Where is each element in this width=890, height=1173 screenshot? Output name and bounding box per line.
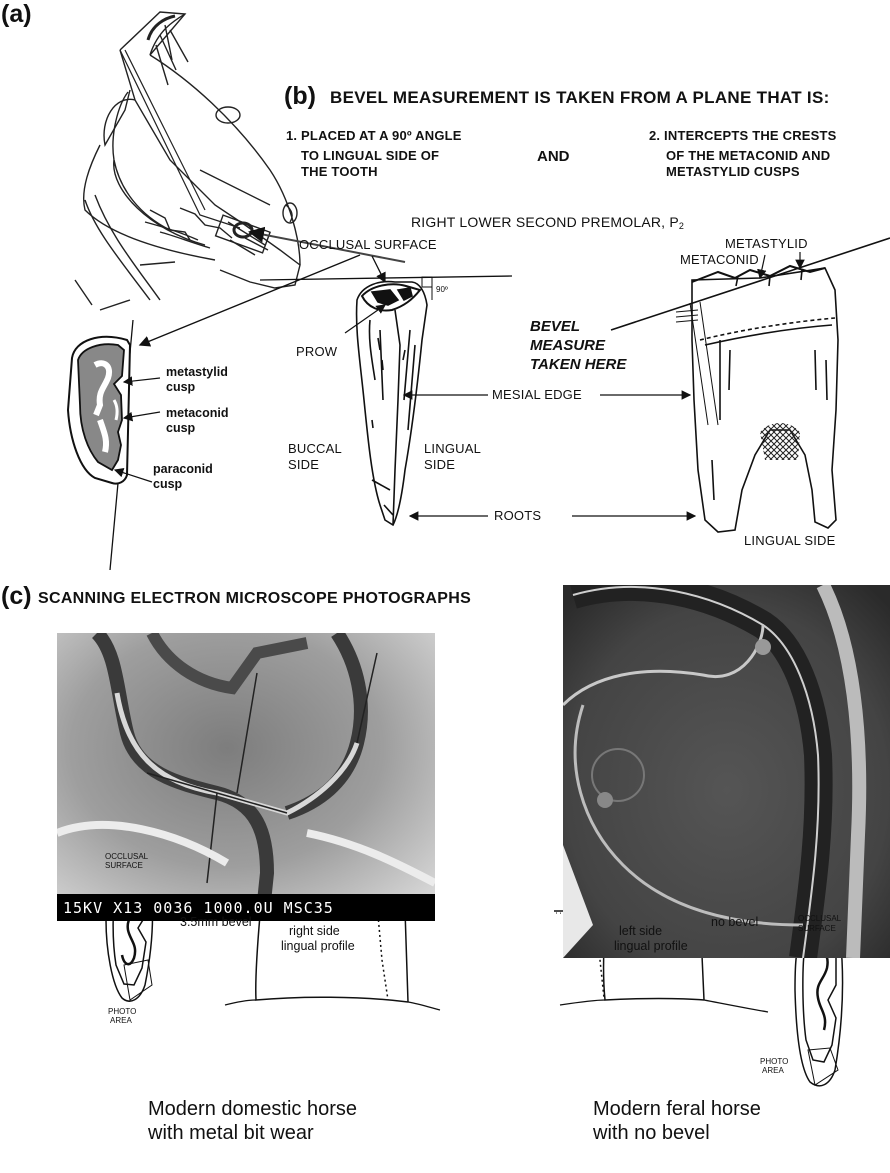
sem-photo-left: 15KV X13 0036 1000.0U MSC35 (57, 633, 435, 921)
left-caption-line2: with metal bit wear (148, 1121, 314, 1145)
panel-label-c: (c) (1, 582, 32, 611)
panel-label-a: (a) (1, 0, 32, 29)
criterion-two-line1: 2. INTERCEPTS THE CRESTS (649, 129, 837, 144)
tooth-id-subscript: 2 (679, 221, 684, 231)
criterion-one-line2: TO LINGUAL SIDE OF (301, 149, 439, 164)
right-profile-line2: lingual profile (614, 940, 688, 954)
right-occlusal-line1: OCCLUSAL (798, 915, 841, 924)
buccal-side-line1: BUCCAL (288, 442, 342, 457)
metaconid-label: METACONID (680, 253, 759, 268)
right-profile-line1: left side (619, 925, 662, 939)
metastylid-cusp-line1: metastylid (166, 365, 228, 379)
paraconid-cusp-line1: paraconid (153, 462, 213, 476)
occlusal-surface-label: OCCLUSAL SURFACE (299, 238, 437, 253)
left-caption-line1: Modern domestic horse (148, 1097, 357, 1121)
prow-label: PROW (296, 345, 337, 360)
metastylid-label: METASTYLID (725, 237, 808, 252)
left-profile-line1: right side (289, 925, 340, 939)
sem-photo-right (563, 585, 890, 958)
tooth-id-text: RIGHT LOWER SECOND PREMOLAR, P (411, 214, 679, 230)
bevel-note-line1: BEVEL (530, 318, 580, 337)
panel-label-b: (b) (284, 82, 316, 111)
metaconid-cusp-line1: metaconid (166, 406, 229, 420)
lingual-side-label: LINGUAL SIDE (744, 534, 836, 549)
right-occlusal-line2: SURFACE (798, 925, 836, 934)
horse-head-sketch (75, 12, 300, 310)
metastylid-cusp-line2: cusp (166, 380, 195, 394)
buccal-side-line2: SIDE (288, 458, 319, 473)
paraconid-cusp-line2: cusp (153, 477, 182, 491)
bevel-header: BEVEL MEASUREMENT IS TAKEN FROM A PLANE … (330, 88, 830, 108)
left-bevel-label: 3.5mm bevel (180, 916, 252, 930)
criterion-two-line3: METASTYLID CUSPS (666, 165, 800, 180)
criterion-one-line3: THE TOOTH (301, 165, 378, 180)
criterion-two-line2: OF THE METACONID AND (666, 149, 830, 164)
left-profile-line2: lingual profile (281, 940, 355, 954)
right-caption-line2: with no bevel (593, 1121, 710, 1145)
right-caption-line1: Modern feral horse (593, 1097, 761, 1121)
right-bevel-label: no bevel (711, 916, 758, 930)
left-photo-line2: AREA (110, 1017, 132, 1026)
metaconid-cusp-line2: cusp (166, 421, 195, 435)
lingual-side-line1: LINGUAL (424, 442, 481, 457)
bevel-note-line3: TAKEN HERE (530, 356, 626, 375)
criterion-one-line1: 1. PLACED AT A 90º ANGLE (286, 129, 462, 144)
bevel-note-line2: MEASURE (530, 337, 605, 356)
tooth-id-label: RIGHT LOWER SECOND PREMOLAR, P2 (411, 214, 684, 231)
roots-label: ROOTS (494, 509, 541, 524)
criterion-and: AND (537, 148, 570, 165)
mesial-edge-label: MESIAL EDGE (492, 388, 582, 403)
left-occlusal-line2: SURFACE (105, 862, 143, 871)
ninety-degree-label: 90º (436, 285, 448, 294)
tooth-cross-section (68, 337, 130, 484)
sem-header: SCANNING ELECTRON MICROSCOPE PHOTOGRAPHS (38, 590, 471, 608)
lingual-side-line2: SIDE (424, 458, 455, 473)
right-photo-line2: AREA (762, 1067, 784, 1076)
